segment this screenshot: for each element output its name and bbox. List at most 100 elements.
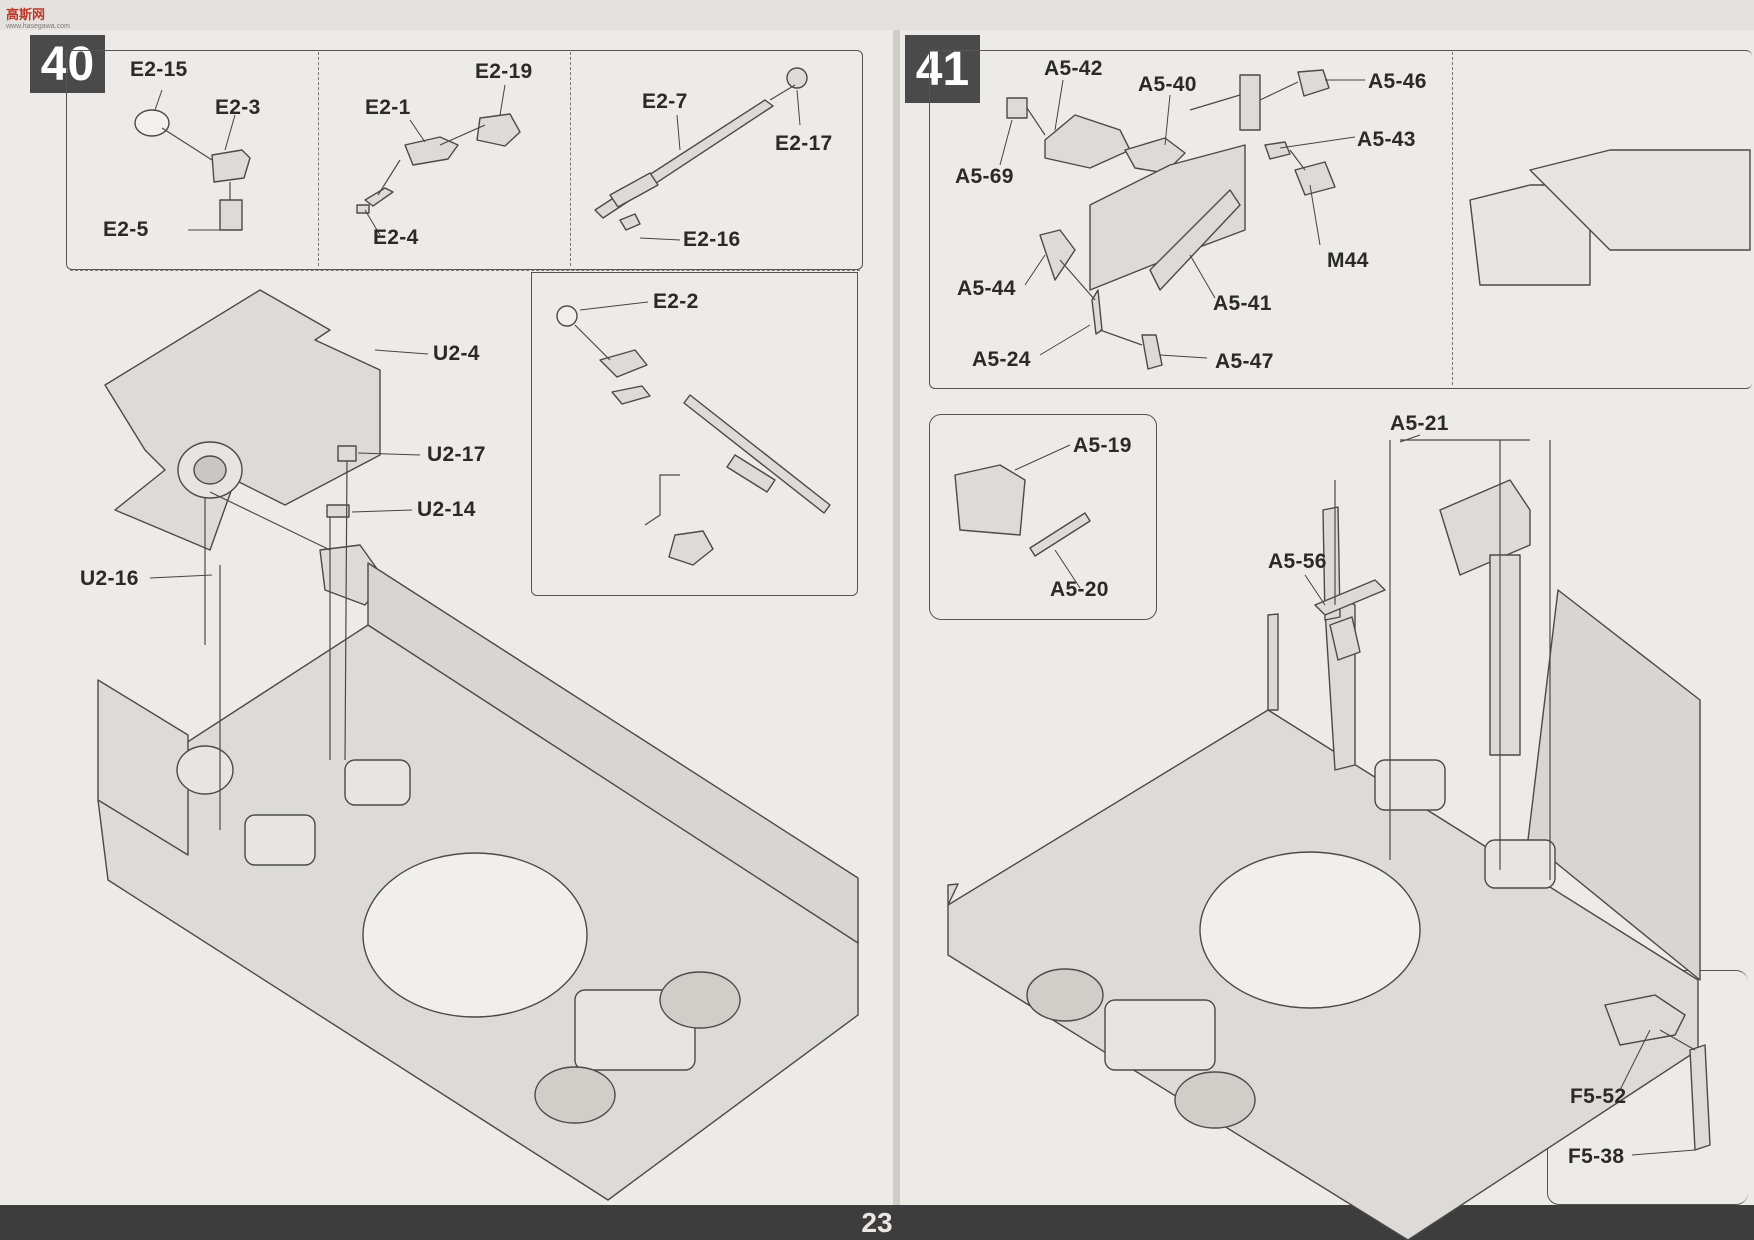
top-margin bbox=[0, 0, 1754, 30]
gun-grip-part bbox=[619, 213, 641, 231]
box-part bbox=[954, 464, 1026, 536]
gun-rod-part bbox=[364, 187, 394, 207]
watermark-brand: 高斯网 bbox=[6, 7, 46, 22]
part-label-a5-19: A5-19 bbox=[1073, 434, 1132, 457]
assembly-guide-line bbox=[439, 124, 486, 146]
hatch-opening bbox=[1484, 839, 1556, 889]
watermark-logo: 高斯网 www.hasegawa.com bbox=[6, 4, 70, 30]
label-leader-line bbox=[1309, 184, 1321, 246]
assembly-guide-line bbox=[1026, 107, 1046, 136]
label-leader-line bbox=[1054, 549, 1081, 589]
part-label-a5-41: A5-41 bbox=[1213, 292, 1272, 315]
label-leader-line bbox=[999, 119, 1013, 166]
label-leader-line bbox=[409, 119, 426, 143]
rod-part bbox=[1029, 512, 1091, 557]
part-label-a5-40: A5-40 bbox=[1138, 73, 1197, 96]
panel-divider bbox=[1452, 52, 1453, 385]
part-label-m44: M44 bbox=[1327, 249, 1369, 272]
fan-grille bbox=[659, 971, 741, 1029]
part-label-a5-46: A5-46 bbox=[1368, 70, 1427, 93]
step40-subassembly-panel bbox=[66, 50, 863, 270]
label-leader-line bbox=[1631, 1149, 1696, 1156]
part-label-u2-16: U2-16 bbox=[80, 567, 139, 590]
hull-side-wall bbox=[1527, 589, 1701, 981]
a5-56-box-part bbox=[1314, 579, 1386, 616]
panel-divider bbox=[318, 52, 319, 266]
hull-side-wall bbox=[97, 679, 189, 856]
label-leader-line bbox=[224, 114, 236, 151]
part-label-a5-24: A5-24 bbox=[972, 348, 1031, 371]
assembly-guide-line bbox=[1259, 81, 1299, 101]
part-label-e2-1: E2-1 bbox=[365, 96, 411, 119]
hull-side-wall bbox=[367, 562, 859, 944]
rod-part bbox=[1091, 289, 1103, 335]
assembly-guide-line bbox=[1189, 94, 1241, 111]
label-leader-line bbox=[149, 574, 213, 579]
ball-mount-inner-part bbox=[193, 455, 227, 485]
support-bracket-part bbox=[1689, 1044, 1711, 1151]
gun-cable-line bbox=[644, 474, 680, 526]
fan-grille bbox=[534, 1066, 616, 1124]
ammo-rack-frame-part bbox=[1044, 114, 1131, 169]
small-block-part bbox=[1141, 334, 1163, 370]
panel-divider bbox=[70, 270, 860, 271]
label-leader-line bbox=[499, 84, 506, 116]
assembly-guide-line bbox=[1289, 149, 1306, 171]
assembly-guide-line bbox=[209, 491, 331, 551]
label-leader-line bbox=[1039, 324, 1091, 356]
gun-sight-part bbox=[786, 67, 808, 89]
label-leader-line bbox=[1159, 354, 1208, 359]
label-leader-line bbox=[364, 209, 381, 236]
part-label-a5-43: A5-43 bbox=[1357, 128, 1416, 151]
machine-gun-barrel-part bbox=[683, 394, 831, 514]
label-leader-line bbox=[676, 114, 681, 151]
part-label-u2-4: U2-4 bbox=[433, 342, 480, 365]
part-label-e2-17: E2-17 bbox=[775, 132, 833, 155]
watermark-url: www.hasegawa.com bbox=[6, 23, 70, 30]
footer-band bbox=[0, 1205, 1754, 1240]
label-leader-line bbox=[1014, 444, 1071, 471]
step-number-badge: 41 bbox=[905, 35, 980, 103]
hatch-opening bbox=[1374, 759, 1446, 811]
part-label-e2-15: E2-15 bbox=[130, 58, 188, 81]
part-label-u2-14: U2-14 bbox=[417, 498, 476, 521]
ammo-rack-bin-part bbox=[1089, 144, 1246, 291]
label-leader-line bbox=[796, 89, 801, 126]
ammo-rack-post-part bbox=[1489, 554, 1521, 756]
gun-mount-part bbox=[404, 136, 459, 166]
reference-part-ghost bbox=[1529, 149, 1751, 251]
label-leader-line bbox=[351, 509, 413, 513]
gun-cradle-part bbox=[476, 113, 521, 147]
gun-ball-mount-part bbox=[556, 305, 578, 327]
part-label-a5-56: A5-56 bbox=[1268, 550, 1327, 573]
ball-mount-ring-part bbox=[176, 745, 234, 795]
page-number: 23 bbox=[861, 1207, 893, 1238]
small-bracket-part bbox=[326, 504, 350, 518]
assembly-guide-line bbox=[769, 84, 796, 101]
mount-bracket-part bbox=[1039, 229, 1076, 281]
part-label-a5-44: A5-44 bbox=[957, 277, 1016, 300]
part-label-e2-16: E2-16 bbox=[683, 228, 741, 251]
machine-gun-body-part bbox=[609, 172, 659, 208]
part-label-e2-7: E2-7 bbox=[642, 90, 688, 113]
part-label-a5-69: A5-69 bbox=[955, 165, 1014, 188]
part-label-a5-21: A5-21 bbox=[1390, 412, 1449, 435]
ammo-rack-part bbox=[1329, 616, 1361, 661]
label-leader-line bbox=[1054, 79, 1064, 131]
small-block-part bbox=[1297, 69, 1330, 97]
part-label-f5-52: F5-52 bbox=[1570, 1085, 1627, 1108]
label-leader-line bbox=[1024, 254, 1046, 286]
assembly-guide-line bbox=[1059, 259, 1096, 301]
assembly-guide-line bbox=[377, 159, 401, 196]
part-label-a5-42: A5-42 bbox=[1044, 57, 1103, 80]
ammo-bag-part bbox=[668, 530, 714, 566]
gun-knob-part bbox=[356, 204, 370, 214]
part-label-a5-20: A5-20 bbox=[1050, 578, 1109, 601]
periscope-mount-part bbox=[211, 149, 251, 183]
step-number-badge: 40 bbox=[30, 35, 105, 93]
label-leader-line bbox=[357, 452, 421, 456]
label-leader-line bbox=[639, 237, 681, 241]
machine-gun-inset-panel bbox=[531, 272, 858, 596]
assembly-guide-line bbox=[1659, 1029, 1696, 1051]
